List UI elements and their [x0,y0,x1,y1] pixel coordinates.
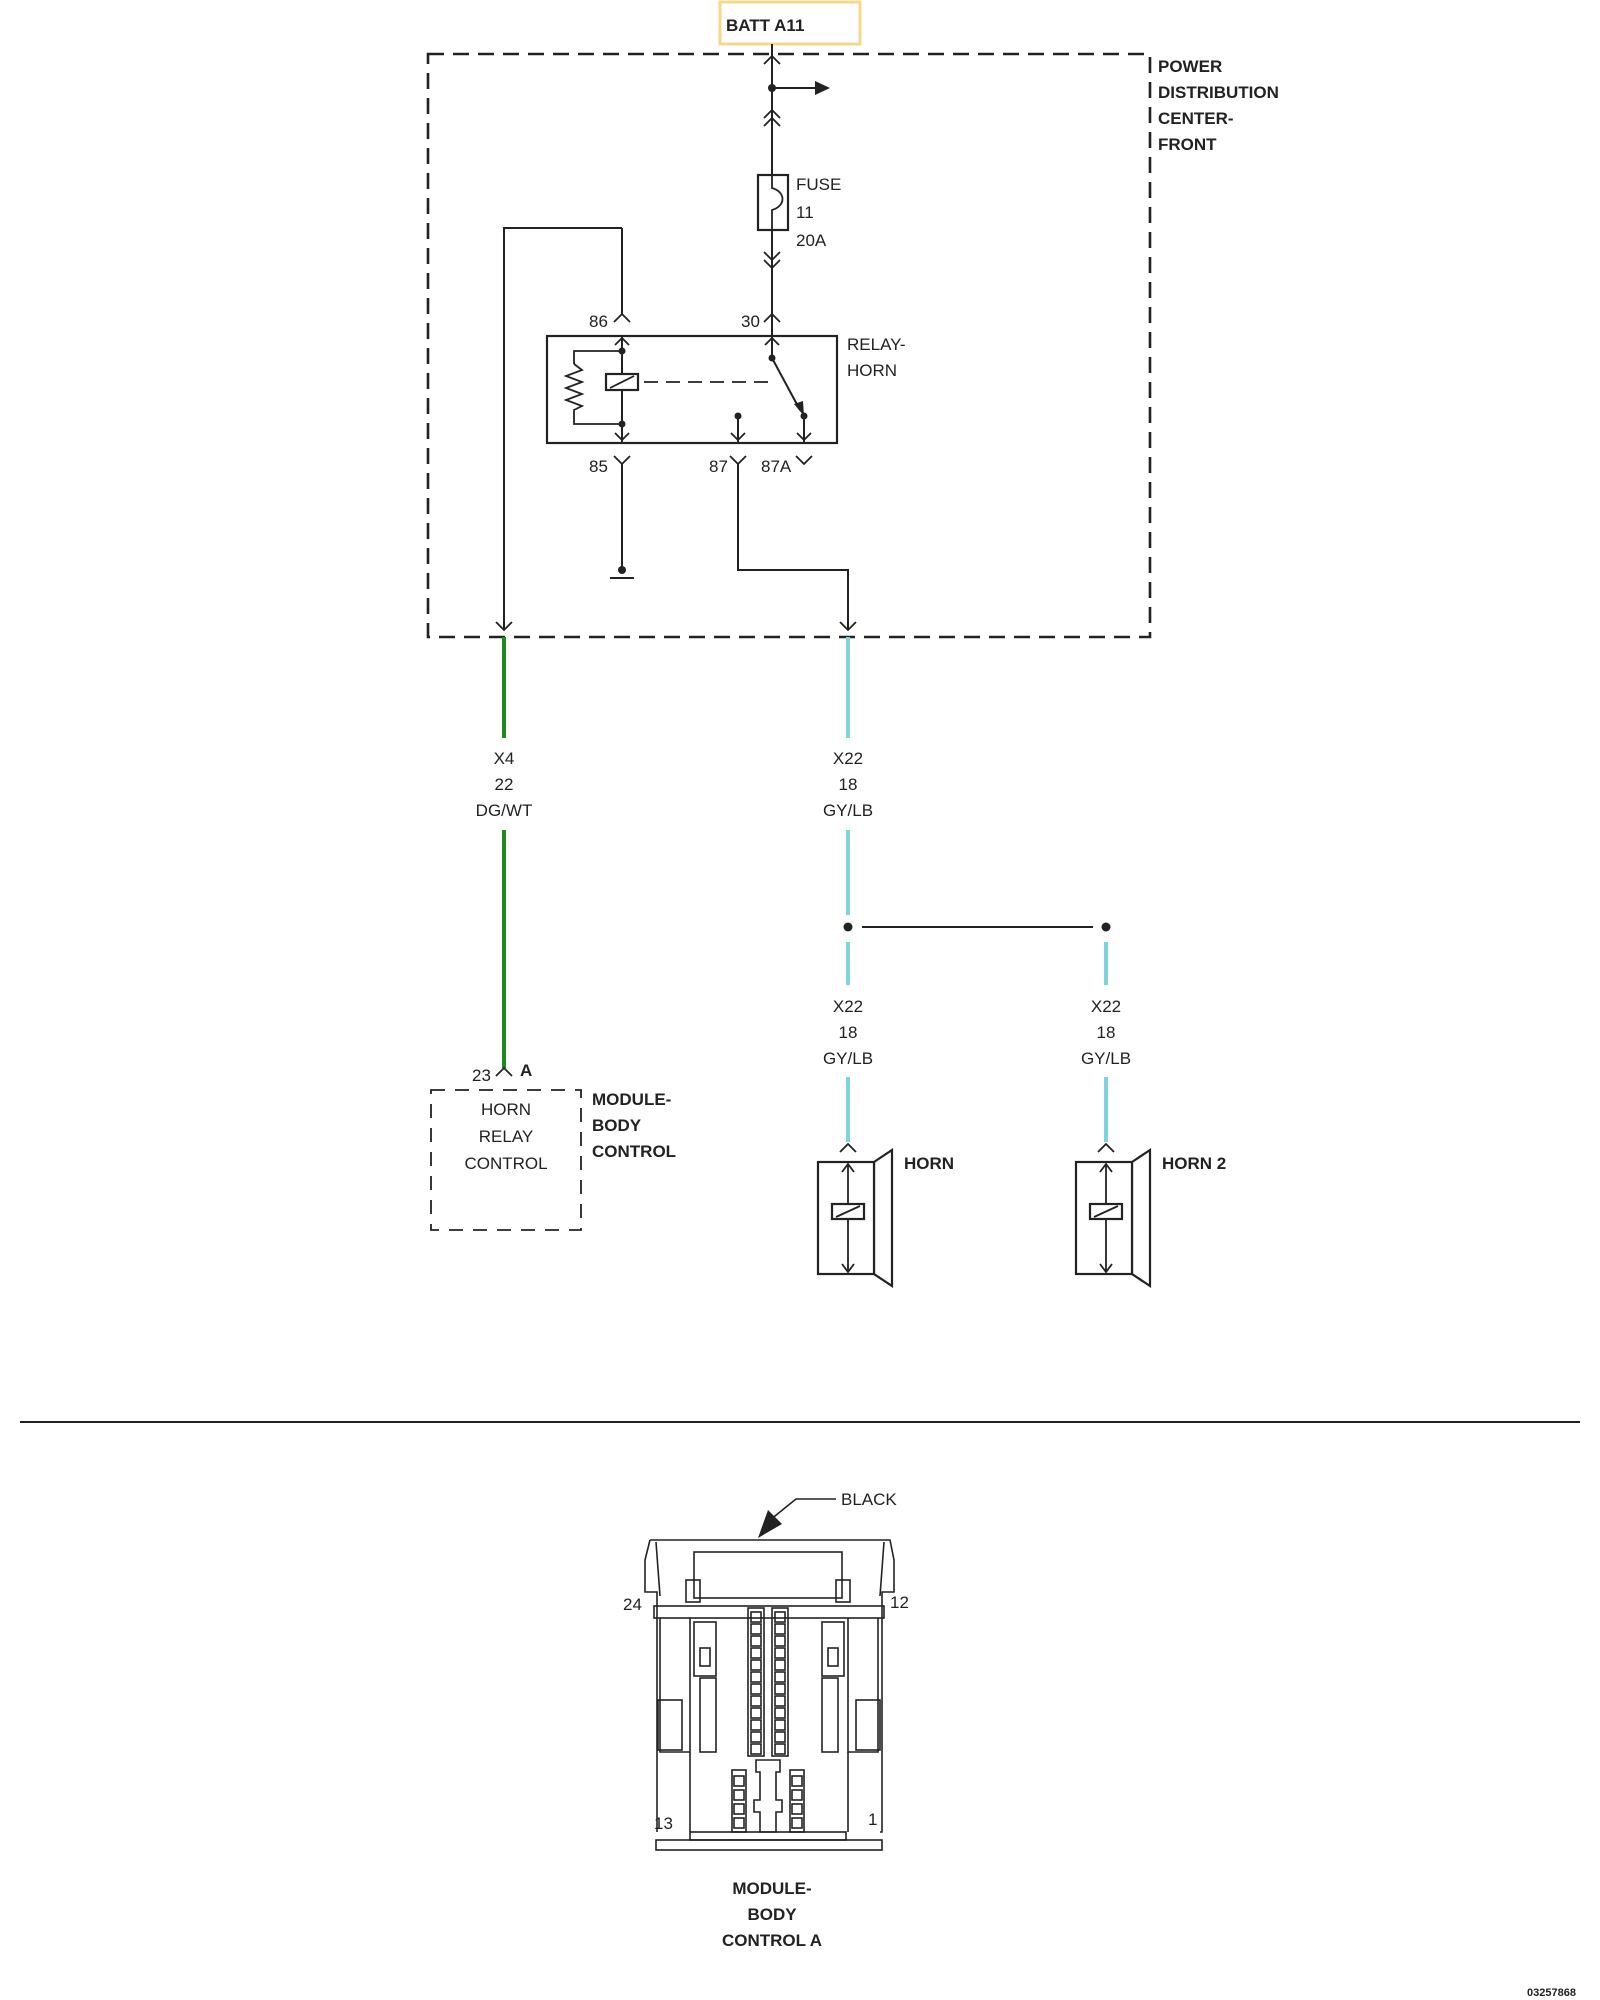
bcm-function-line1: HORN [481,1100,531,1119]
bcm-function-line2: RELAY [479,1127,534,1146]
pin-cavities [750,1611,786,1755]
bcm-connector: A [520,1061,532,1080]
relay-name-line1: RELAY- [847,335,906,354]
pdc-boundary [426,52,1152,639]
wire-x22-main-circuit: X22 [833,749,863,768]
batt-a11-label-box: BATT A11 [718,0,862,46]
fuse-11: FUSE 11 20A [756,173,841,250]
bcm-name-line3: CONTROL [592,1142,676,1161]
relay-pin-87a: 87A [761,457,792,476]
splice-dot [843,922,853,932]
wire-x22-main-gauge: 18 [839,775,858,794]
pdc-name-line1: POWER [1158,57,1222,76]
bcm-pin: 23 [472,1066,491,1085]
relay-pin-85: 85 [589,457,608,476]
connector-pin-24: 24 [623,1595,642,1614]
relay-pin-86: 86 [589,312,608,331]
wire-x22-horn2-gauge: 18 [1097,1023,1116,1042]
fuse-number: 11 [796,203,814,222]
fuse-label: FUSE [796,175,841,194]
wire-x22-horn2-circuit: X22 [1091,997,1121,1016]
battery-feed [763,44,830,175]
wire-x4-gauge: 22 [495,775,514,794]
wire-x22-horn2: X22 18 GY/LB [1081,942,1131,1142]
horn-2: HORN 2 [1074,1142,1226,1289]
wire-x22-horn-color: GY/LB [823,1049,873,1068]
splice-arrow-icon [815,81,830,95]
connector-color-label: BLACK [841,1490,897,1509]
connector-name-line2: BODY [747,1905,797,1924]
bcm-function-line3: CONTROL [464,1154,547,1173]
wire-x22-main-color: GY/LB [823,801,873,820]
pdc-name-line4: FRONT [1158,135,1217,154]
connector-name-line1: MODULE- [732,1879,811,1898]
fuse-rating: 20A [796,231,827,250]
horn2-label: HORN 2 [1162,1154,1226,1173]
bcm-name-line1: MODULE- [592,1090,671,1109]
horn-label: HORN [904,1154,954,1173]
wire-x22-horn-gauge: 18 [839,1023,858,1042]
wire-x22-horn-circuit: X22 [833,997,863,1016]
horn: HORN [816,1142,954,1289]
relay-pin-87: 87 [709,457,728,476]
relay-name-line2: HORN [847,361,897,380]
wire-x22-main: X22 18 GY/LB [823,637,873,915]
connector-name-line3: CONTROL A [722,1931,822,1950]
relay-pin-30: 30 [741,312,760,331]
wire-x4: X4 22 DG/WT [476,637,533,1068]
connector-pin-13: 13 [654,1814,673,1833]
connector-pin-1: 1 [868,1810,877,1829]
pdc-name-line2: DISTRIBUTION [1158,83,1279,102]
fuse-element-icon [771,175,784,230]
pointer-arrow-icon [758,1510,782,1538]
wire-x4-color: DG/WT [476,801,533,820]
wire-x4-circuit: X4 [494,749,515,768]
connector-pin-12: 12 [890,1593,909,1612]
bcm-name-line2: BODY [592,1116,642,1135]
wire-x22-horn: X22 18 GY/LB [823,942,873,1142]
figure-id: 03257868 [1527,1987,1576,1999]
splice-dot-horn2 [1101,922,1111,932]
body-control-module: 23 A HORN RELAY CONTROL MODULE- BODY CON… [430,1061,676,1231]
batt-label: BATT A11 [726,16,804,35]
connector-view: BLACK [623,1490,909,1950]
wire-x22-horn2-color: GY/LB [1081,1049,1131,1068]
pdc-name-line3: CENTER- [1158,109,1234,128]
horn-relay: RELAY- HORN 86 30 [545,228,906,476]
